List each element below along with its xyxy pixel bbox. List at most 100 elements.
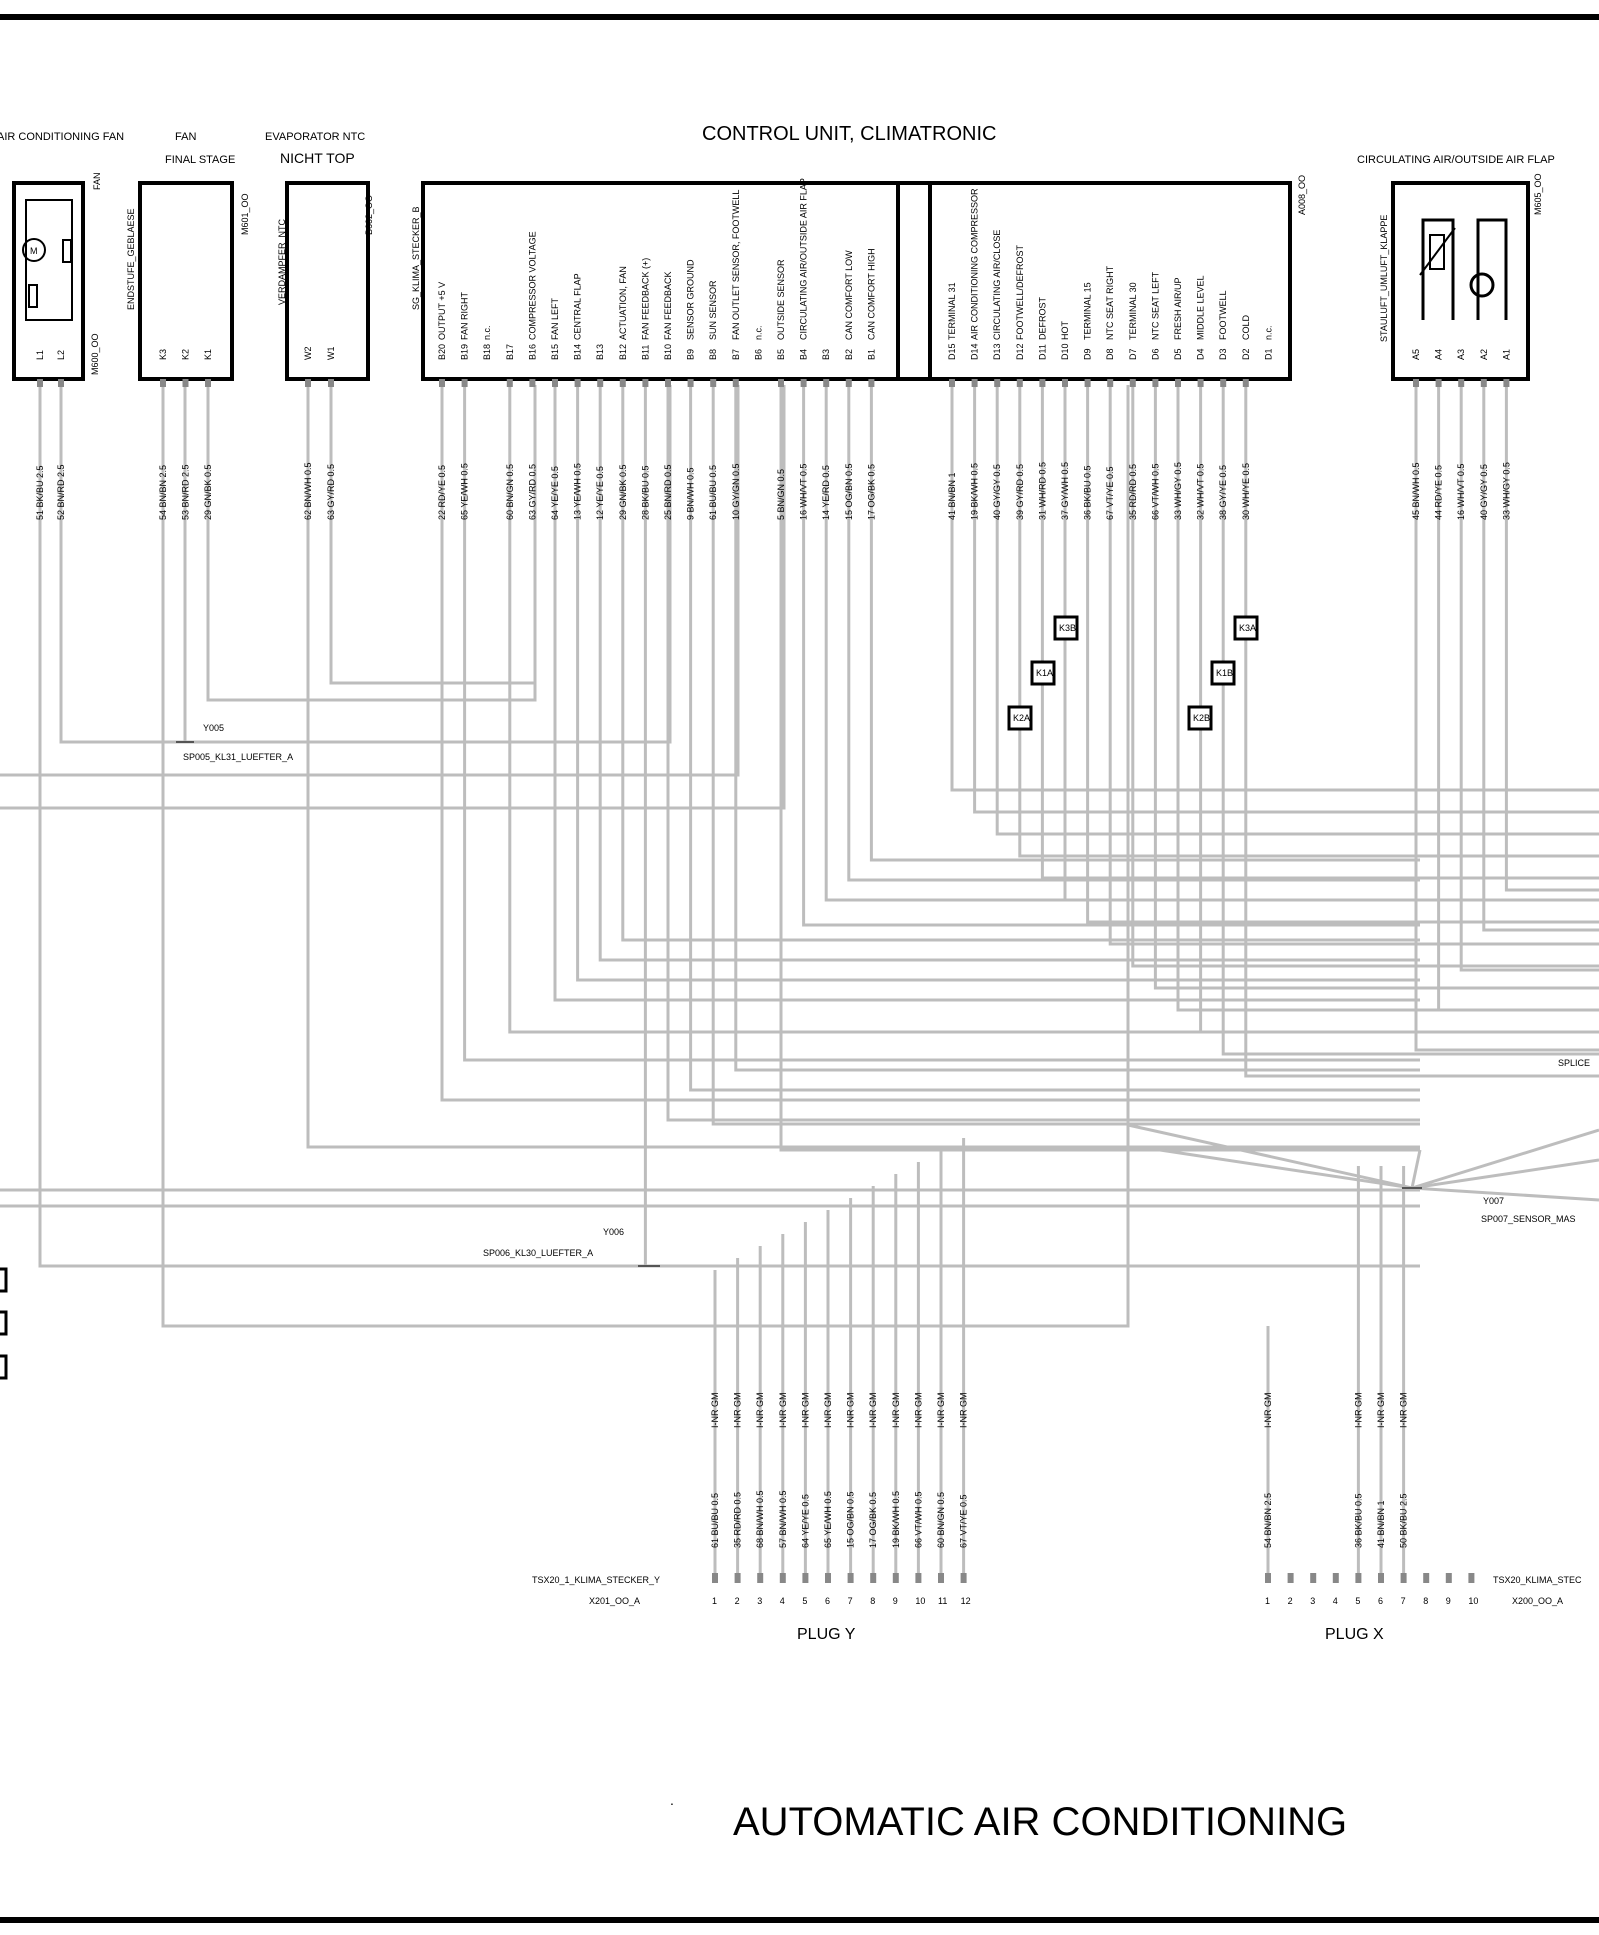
wire-label: 19 BK/WH 0.5 [970, 463, 980, 520]
plug-x-pin [1468, 1573, 1475, 1583]
plug-x-wire: 50 BK/BU 2.5 [1399, 1493, 1409, 1548]
wire-d [973, 385, 1599, 814]
wire-label: 12 YE/YE 0.5 [595, 466, 605, 520]
wire-label: 14 YE/RD 0.5 [821, 465, 831, 520]
wire-label: 29 GN/BK 0.5 [618, 464, 628, 520]
wire-b [598, 385, 1420, 962]
pin-stub [868, 379, 875, 387]
wire-label: 33 WH/GY 0.5 [1501, 462, 1511, 520]
pin-stub [1197, 379, 1204, 387]
wire-b [508, 385, 1420, 1034]
fan-label: AIR CONDITIONING FAN [0, 131, 124, 143]
pin-label: A5 [1411, 349, 1421, 360]
splice-sp005: SP005_KL31_LUEFTER_A [183, 752, 293, 762]
plug-x-code: I-NR GM [1399, 1393, 1409, 1429]
plug-y-pin [825, 1573, 831, 1583]
pin-function: FAN FEEDBACK (+) [640, 258, 650, 340]
wire-label: 36 BK/BU 0.5 [1083, 465, 1093, 520]
wire-label: 28 BK/BU 0.5 [640, 465, 650, 520]
marker-label: K3B [1059, 623, 1076, 633]
wire-label: 65 YE/WH 0.5 [460, 463, 470, 520]
wire-b [689, 385, 1420, 1092]
marker-box [1007, 705, 1033, 731]
wire-label: 33 WH/GY 0.5 [1173, 462, 1183, 520]
wires [0, 385, 1599, 1575]
pin-label: A1 [1501, 349, 1511, 360]
wire-flap [1414, 385, 1599, 1052]
pin-stub [1152, 379, 1159, 387]
plug-x-name: PLUG X [1325, 1626, 1384, 1643]
plug-y-num: 11 [938, 1596, 947, 1606]
wire-label: 67 VT/YE 0.5 [1105, 466, 1115, 520]
pin-function: FOOTWELL/DEFROST [1015, 244, 1025, 340]
pin-label: D10 [1060, 343, 1070, 360]
marker-box [1053, 615, 1079, 641]
pin-label: B5 [776, 349, 786, 360]
flap-frame-right [1476, 218, 1508, 320]
pin-label: B8 [708, 349, 718, 360]
plug-x-pin [1355, 1573, 1362, 1583]
pin-function: OUTPUT +5 V [437, 282, 447, 340]
plug-y-num: 9 [893, 1596, 898, 1606]
pin-function: SENSOR GROUND [686, 259, 696, 340]
control-unit-id: A008_OO [1297, 175, 1307, 215]
plug-y-code: I-NR GM [823, 1393, 833, 1429]
pin-stub [160, 379, 166, 387]
wire-label: 30 WH/YE 0.5 [1241, 463, 1251, 520]
plug-y-wire: 61 BU/BU 0.5 [710, 1493, 720, 1548]
pin-label: W2 [303, 347, 313, 361]
pin-stub [37, 379, 43, 387]
plug-x-pin [1400, 1573, 1407, 1583]
pin-label: B6 [753, 349, 763, 360]
wire-label: 37 GY/WH 0.5 [1060, 462, 1070, 520]
plug-x-num: 6 [1378, 1596, 1383, 1606]
pin-stub [1413, 379, 1419, 387]
plug-y-wire: 35 RD/RD 0.5 [733, 1492, 743, 1548]
plug-y-wire: 68 BN/WH 0.5 [755, 1490, 765, 1548]
plug-y-pin [915, 1573, 922, 1583]
wire-flap [1482, 385, 1599, 932]
flap-motor-icon [1469, 272, 1495, 298]
plug-x-code: I-NR GM [1376, 1393, 1386, 1429]
pin-label: L2 [56, 350, 66, 360]
plug-x-wire: 41 BN/BN 1 [1376, 1500, 1386, 1548]
pin-label: B20 [437, 344, 447, 360]
pin-stub [506, 379, 513, 387]
marker-box [1210, 660, 1236, 686]
pin-label: A4 [1434, 349, 1444, 360]
marker-label: K1B [1216, 668, 1233, 678]
plug-y-code: I-NR GM [868, 1393, 878, 1429]
plug-y-connector: TSX20_1_KLIMA_STECKER_Y [532, 1575, 660, 1585]
pin-label: D9 [1083, 348, 1093, 360]
edge-marker [0, 1267, 8, 1293]
wire-label: 16 WH/VT 0.5 [1456, 464, 1466, 520]
flap-label: CIRCULATING AIR/OUTSIDE AIR FLAP [1357, 154, 1555, 166]
pin-label: B13 [595, 344, 605, 360]
plug-y-code: I-NR GM [778, 1393, 788, 1429]
plug-y-wire: 67 VT/YE 0.5 [959, 1494, 969, 1548]
pin-stub [1503, 379, 1510, 387]
pin-label: B18 [482, 344, 492, 360]
pin-function: COLD [1241, 314, 1251, 340]
plug-y-code: I-NR GM [710, 1393, 720, 1429]
pin-label: B14 [573, 344, 583, 360]
wire-flap [1504, 385, 1599, 892]
pin-stub [328, 379, 334, 387]
wire-b [666, 385, 1420, 1122]
control-unit-title: CONTROL UNIT, CLIMATRONIC [702, 123, 996, 145]
marker-box [1187, 705, 1213, 731]
pin-label: D15 [947, 343, 957, 360]
pin-function: CIRCULATING AIR/CLOSE [992, 230, 1002, 340]
wire-l1 [38, 385, 650, 1268]
flap-pot-arrow-icon [1419, 227, 1456, 276]
pin-stub [182, 379, 189, 387]
wire-label: 60 BN/GN 0.5 [505, 464, 515, 520]
plug-x-num: 9 [1446, 1596, 1451, 1606]
pin-label: B7 [731, 349, 741, 360]
splice-sp007: SP007_SENSOR_MAS [1481, 1214, 1576, 1224]
wire-label: 10 GY/GN 0.5 [731, 463, 741, 520]
marker-label: K2A [1013, 713, 1030, 723]
pin-function: CAN COMFORT HIGH [866, 248, 876, 340]
